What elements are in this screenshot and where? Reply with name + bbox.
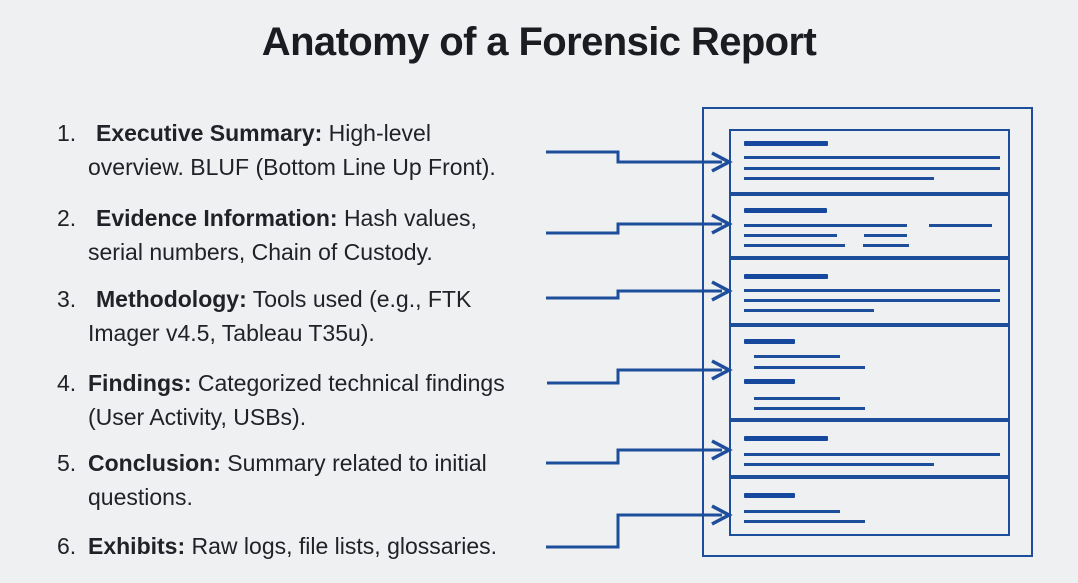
report-section-list: 1. Executive Summary: High-level overvie…	[57, 120, 505, 559]
item-description-line1: Raw logs, file lists, glossaries.	[191, 533, 498, 559]
text-line	[744, 289, 1000, 292]
item-description-line1: Summary related to initial	[227, 450, 487, 476]
doc-section-conclusion	[729, 420, 1010, 477]
text-line	[744, 299, 1000, 302]
section-heading-bar	[744, 208, 827, 213]
list-item-executive-summary: 1. Executive Summary: High-level overvie…	[57, 116, 608, 184]
item-term: Evidence Information:	[96, 205, 338, 231]
item-description-line2: overview. BLUF (Bottom Line Up Front).	[88, 154, 496, 180]
text-line	[744, 510, 840, 513]
item-number: 4.	[57, 370, 77, 396]
section-heading-bar	[744, 274, 828, 279]
list-item-methodology: 3. Methodology: Tools used (e.g., FTK Im…	[57, 282, 608, 350]
page-title: Anatomy of a Forensic Report	[261, 20, 817, 64]
text-line	[744, 156, 1000, 159]
item-number: 3.	[57, 286, 77, 312]
item-description-line1: Tools used (e.g., FTK	[252, 286, 472, 312]
item-description-line1: Hash values,	[343, 205, 477, 231]
text-line	[744, 309, 874, 312]
item-number: 1.	[57, 120, 77, 146]
item-term: Conclusion:	[88, 450, 221, 476]
text-line	[754, 355, 840, 358]
text-line	[744, 224, 907, 227]
text-line	[744, 463, 934, 466]
item-number: 2.	[57, 205, 77, 231]
item-term: Exhibits:	[88, 533, 186, 559]
text-line	[754, 366, 865, 369]
doc-section-methodology	[729, 258, 1010, 325]
doc-section-exhibits	[729, 477, 1010, 536]
list-item-exhibits: 6. Exhibits: Raw logs, file lists, gloss…	[57, 529, 608, 563]
item-description-line2: questions.	[88, 484, 193, 510]
item-description-line2: Imager v4.5, Tableau T35u).	[88, 320, 375, 346]
item-number: 6.	[57, 533, 77, 559]
item-description-line1: Categorized technical findings	[197, 370, 505, 396]
item-term: Findings:	[88, 370, 192, 396]
list-item-evidence-information: 2. Evidence Information: Hash values, se…	[57, 201, 608, 269]
list-item-conclusion: 5. Conclusion: Summary related to initia…	[57, 446, 608, 514]
item-term: Methodology:	[96, 286, 247, 312]
text-line	[864, 234, 907, 237]
item-description-line2: serial numbers, Chain of Custody.	[88, 239, 433, 265]
text-line	[863, 244, 909, 247]
text-line	[929, 224, 992, 227]
section-heading-bar	[744, 436, 828, 441]
doc-section-executive-summary	[729, 129, 1010, 194]
doc-section-findings	[729, 325, 1010, 420]
text-line	[744, 520, 865, 523]
item-number: 5.	[57, 450, 77, 476]
text-line	[744, 244, 845, 247]
section-heading-bar	[744, 141, 828, 146]
item-description-line2: (User Activity, USBs).	[88, 404, 307, 430]
text-line	[744, 234, 837, 237]
text-line	[744, 167, 1000, 170]
section-heading-bar	[744, 493, 795, 498]
doc-section-evidence-information	[729, 194, 1010, 258]
text-line	[754, 407, 865, 410]
list-item-findings: 4. Findings: Categorized technical findi…	[57, 366, 608, 434]
section-heading-bar	[744, 379, 795, 384]
text-line	[744, 177, 934, 180]
item-term: Executive Summary:	[96, 120, 323, 146]
section-heading-bar	[744, 339, 795, 344]
text-line	[744, 453, 1000, 456]
text-line	[754, 397, 840, 400]
item-description-line1: High-level	[328, 120, 431, 146]
